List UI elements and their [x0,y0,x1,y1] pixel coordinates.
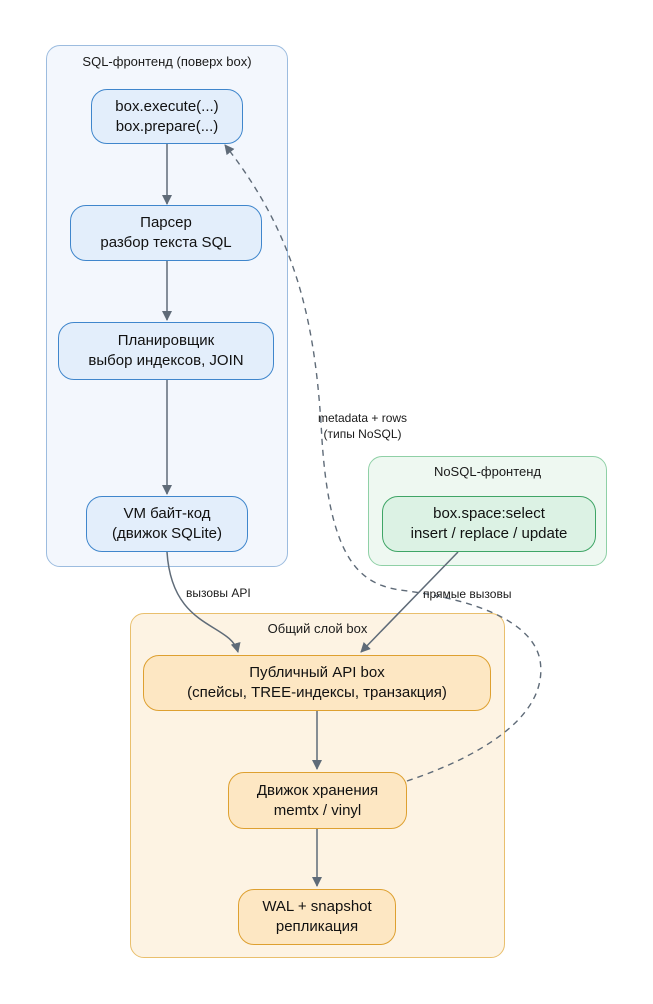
planner-node-line2: выбор индексов, JOIN [88,352,244,369]
wal-node-line1: WAL + snapshot [262,898,372,915]
planner-node: Планировщик выбор индексов, JOIN [58,322,274,380]
api-calls-edge-label: вызовы API [186,586,251,600]
vm-node-line1: VM байт-код [123,505,211,522]
storage-node-line2: memtx / vinyl [273,801,362,819]
metadata-edge-label-line2: (типы NoSQL) [323,427,402,441]
execute-node-line2: box.prepare(...) [115,117,219,135]
parser-node-line2: разбор текста SQL [100,234,232,251]
metadata-edge-label: metadata + rows (типы NoSQL) [318,410,407,442]
nosql-api-node-line1: box.space:select [433,505,545,522]
direct-calls-edge-label: прямые вызовы [423,587,512,601]
vm-node: VM байт-код (движок SQLite) [86,496,248,552]
planner-node-line1: Планировщик [117,332,215,349]
edge-nosql-publicapi [360,551,459,653]
metadata-edge-label-line1: metadata + rows [318,411,408,425]
nosql-api-node: box.space:select insert / replace / upda… [382,496,596,552]
box-layer-label: Общий слой box [267,621,368,636]
sql-frontend-label: SQL-фронтенд (поверх box) [82,54,252,69]
vm-node-line2: (движок SQLite) [111,525,223,542]
edge-vm-publicapi [166,551,241,653]
public-api-node: Публичный API box (спейсы, TREE-индексы,… [143,655,491,711]
execute-node: box.execute(...) box.prepare(...) [91,89,243,144]
nosql-api-node-line2: insert / replace / update [410,525,568,542]
storage-node-line1: Движок хранения [256,781,379,799]
nosql-frontend-label: NoSQL-фронтенд [433,464,542,479]
public-api-node-line1: Публичный API box [249,664,385,681]
public-api-node-line2: (спейсы, TREE-индексы, транзакция) [187,684,447,701]
edge-storage-execute-dashed [224,144,542,782]
execute-node-line1: box.execute(...) [115,97,219,115]
wal-node-line2: репликация [275,918,359,935]
parser-node-line1: Парсер [140,214,192,231]
wal-node: WAL + snapshot репликация [238,889,396,945]
parser-node: Парсер разбор текста SQL [70,205,262,261]
storage-node: Движок хранения memtx / vinyl [228,772,407,829]
